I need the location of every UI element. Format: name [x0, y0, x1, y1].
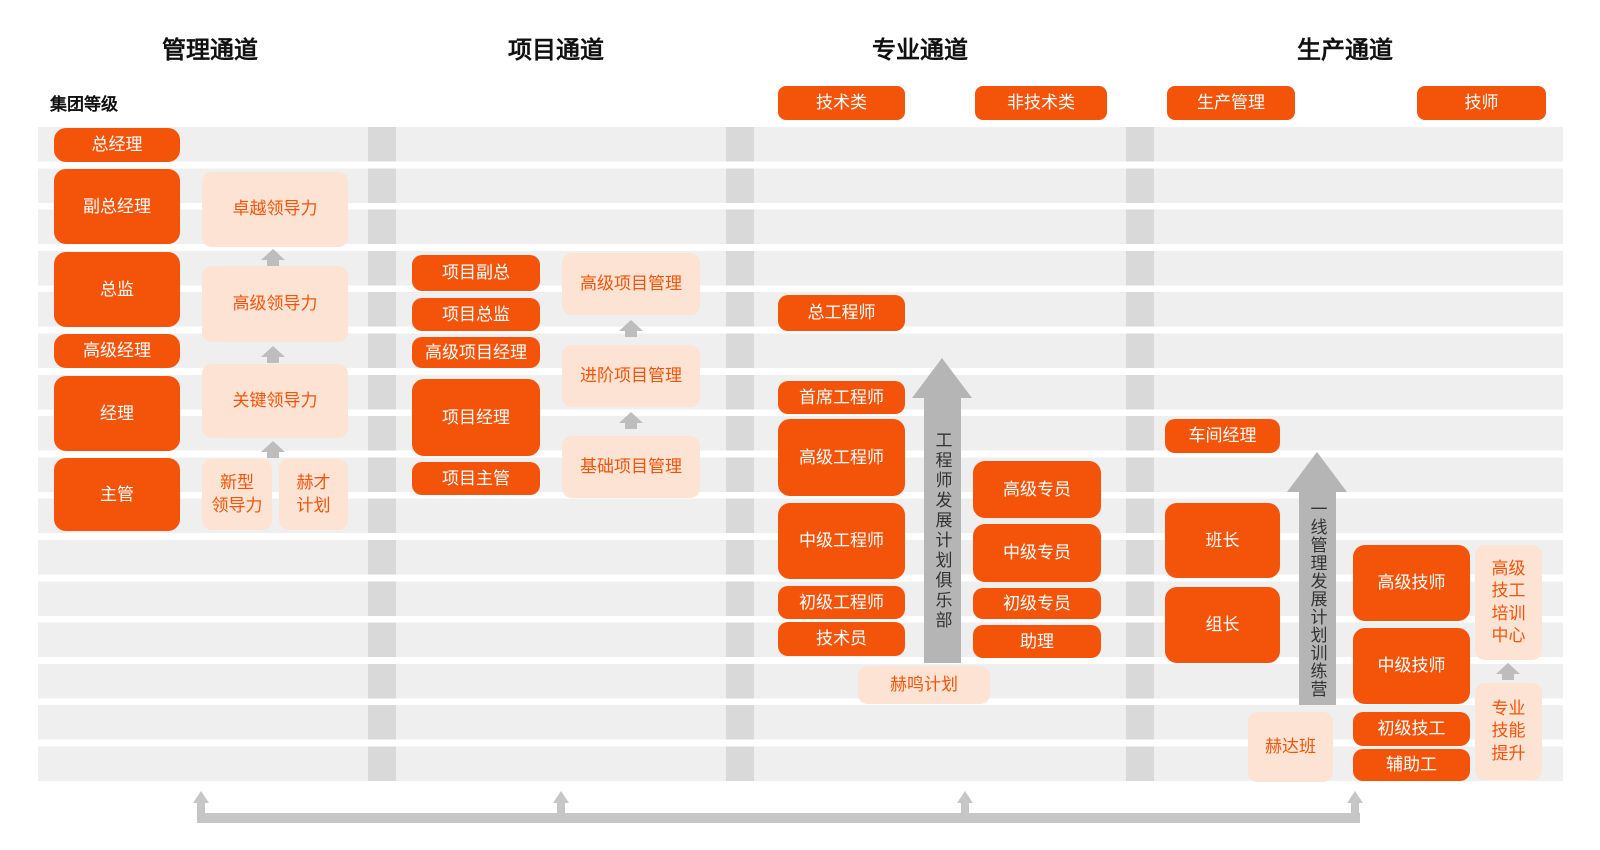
node-team-leader: 组长 [1165, 587, 1280, 663]
channel-divider-3 [1126, 127, 1154, 787]
frontline-management-arrow-icon: 一线管理发展计划训练营 [1287, 452, 1347, 705]
node-assistant: 助理 [973, 625, 1101, 658]
channel-divider-2 [726, 127, 754, 787]
program-hecai-plan: 赫才 计划 [279, 459, 348, 530]
up-arrow-icon [261, 249, 285, 266]
node-senior-manager: 高级经理 [54, 334, 180, 368]
up-arrow-icon [261, 346, 285, 363]
up-arrow-icon [193, 791, 209, 803]
program-new-leadership: 新型 领导力 [202, 459, 272, 530]
up-arrow-icon [1347, 791, 1363, 803]
program-heda-class: 赫达班 [1248, 712, 1333, 782]
header-management-channel: 管理通道 [162, 37, 258, 64]
node-mid-engineer: 中级工程师 [778, 503, 905, 579]
program-excellence-leadership: 卓越领导力 [202, 172, 348, 247]
node-technician: 技术员 [778, 622, 905, 656]
category-prod-mgmt: 生产管理 [1167, 86, 1295, 120]
node-workshop-manager: 车间经理 [1165, 419, 1280, 453]
node-deputy-general-manager: 副总经理 [54, 169, 180, 244]
node-project-manager: 项目经理 [412, 379, 540, 456]
node-project-supervisor: 项目主管 [412, 462, 540, 495]
node-project-director: 项目总监 [412, 298, 540, 331]
channel-divider-1 [368, 127, 396, 787]
node-mid-technician: 中级技师 [1353, 628, 1470, 704]
program-heming-plan: 赫鸣计划 [858, 666, 990, 704]
up-arrow-shaft [961, 802, 969, 814]
node-junior-specialist: 初级专员 [973, 588, 1101, 619]
node-director: 总监 [54, 252, 180, 327]
program-skill-upgrade: 专业 技能 提升 [1475, 683, 1542, 780]
category-technician: 技师 [1417, 86, 1546, 120]
engineer-development-arrow-label: 工程师发展计划俱乐部 [932, 430, 952, 631]
category-nontech: 非技术类 [975, 86, 1107, 120]
up-arrow-icon [261, 441, 285, 458]
header-project-channel: 项目通道 [508, 37, 604, 64]
node-auxiliary-worker: 辅助工 [1353, 749, 1470, 781]
program-key-leadership: 关键领导力 [202, 364, 348, 438]
node-senior-project-manager: 高级项目经理 [412, 337, 540, 368]
node-general-manager: 总经理 [54, 128, 180, 162]
node-senior-specialist: 高级专员 [973, 461, 1101, 518]
node-senior-engineer: 高级工程师 [778, 419, 905, 496]
node-principal-engineer: 首席工程师 [778, 381, 905, 414]
node-junior-engineer: 初级工程师 [778, 586, 905, 619]
group-level-label: 集团等级 [50, 95, 118, 114]
up-arrow-shaft [1351, 802, 1359, 814]
frontline-management-arrow-label: 一线管理发展计划训练营 [1307, 499, 1327, 698]
program-advanced-leadership: 高级领导力 [202, 266, 348, 342]
up-arrow-icon [619, 412, 643, 429]
category-tech: 技术类 [778, 86, 905, 120]
up-arrow-icon [1496, 663, 1520, 680]
node-manager: 经理 [54, 376, 180, 451]
node-mid-specialist: 中级专员 [973, 524, 1101, 582]
node-project-vp: 项目副总 [412, 255, 540, 291]
node-chief-engineer: 总工程师 [778, 295, 905, 331]
bottom-connector-bar [197, 813, 1360, 823]
program-basic-pm: 基础项目管理 [562, 436, 700, 498]
node-supervisor: 主管 [54, 458, 180, 531]
header-professional-channel: 专业通道 [872, 37, 968, 64]
node-senior-technician: 高级技师 [1353, 545, 1470, 621]
up-arrow-icon [553, 791, 569, 803]
program-advanced-pm: 高级项目管理 [562, 253, 700, 315]
up-arrow-shaft [557, 802, 565, 814]
node-junior-worker: 初级技工 [1353, 712, 1470, 746]
program-training-center: 高级 技工 培训 中心 [1475, 545, 1542, 660]
up-arrow-shaft [197, 802, 205, 814]
header-production-channel: 生产通道 [1297, 37, 1393, 64]
up-arrow-icon [619, 320, 643, 337]
node-foreman: 班长 [1165, 503, 1280, 578]
program-intermediate-pm: 进阶项目管理 [562, 345, 700, 407]
engineer-development-arrow-icon: 工程师发展计划俱乐部 [912, 358, 972, 663]
up-arrow-icon [957, 791, 973, 803]
